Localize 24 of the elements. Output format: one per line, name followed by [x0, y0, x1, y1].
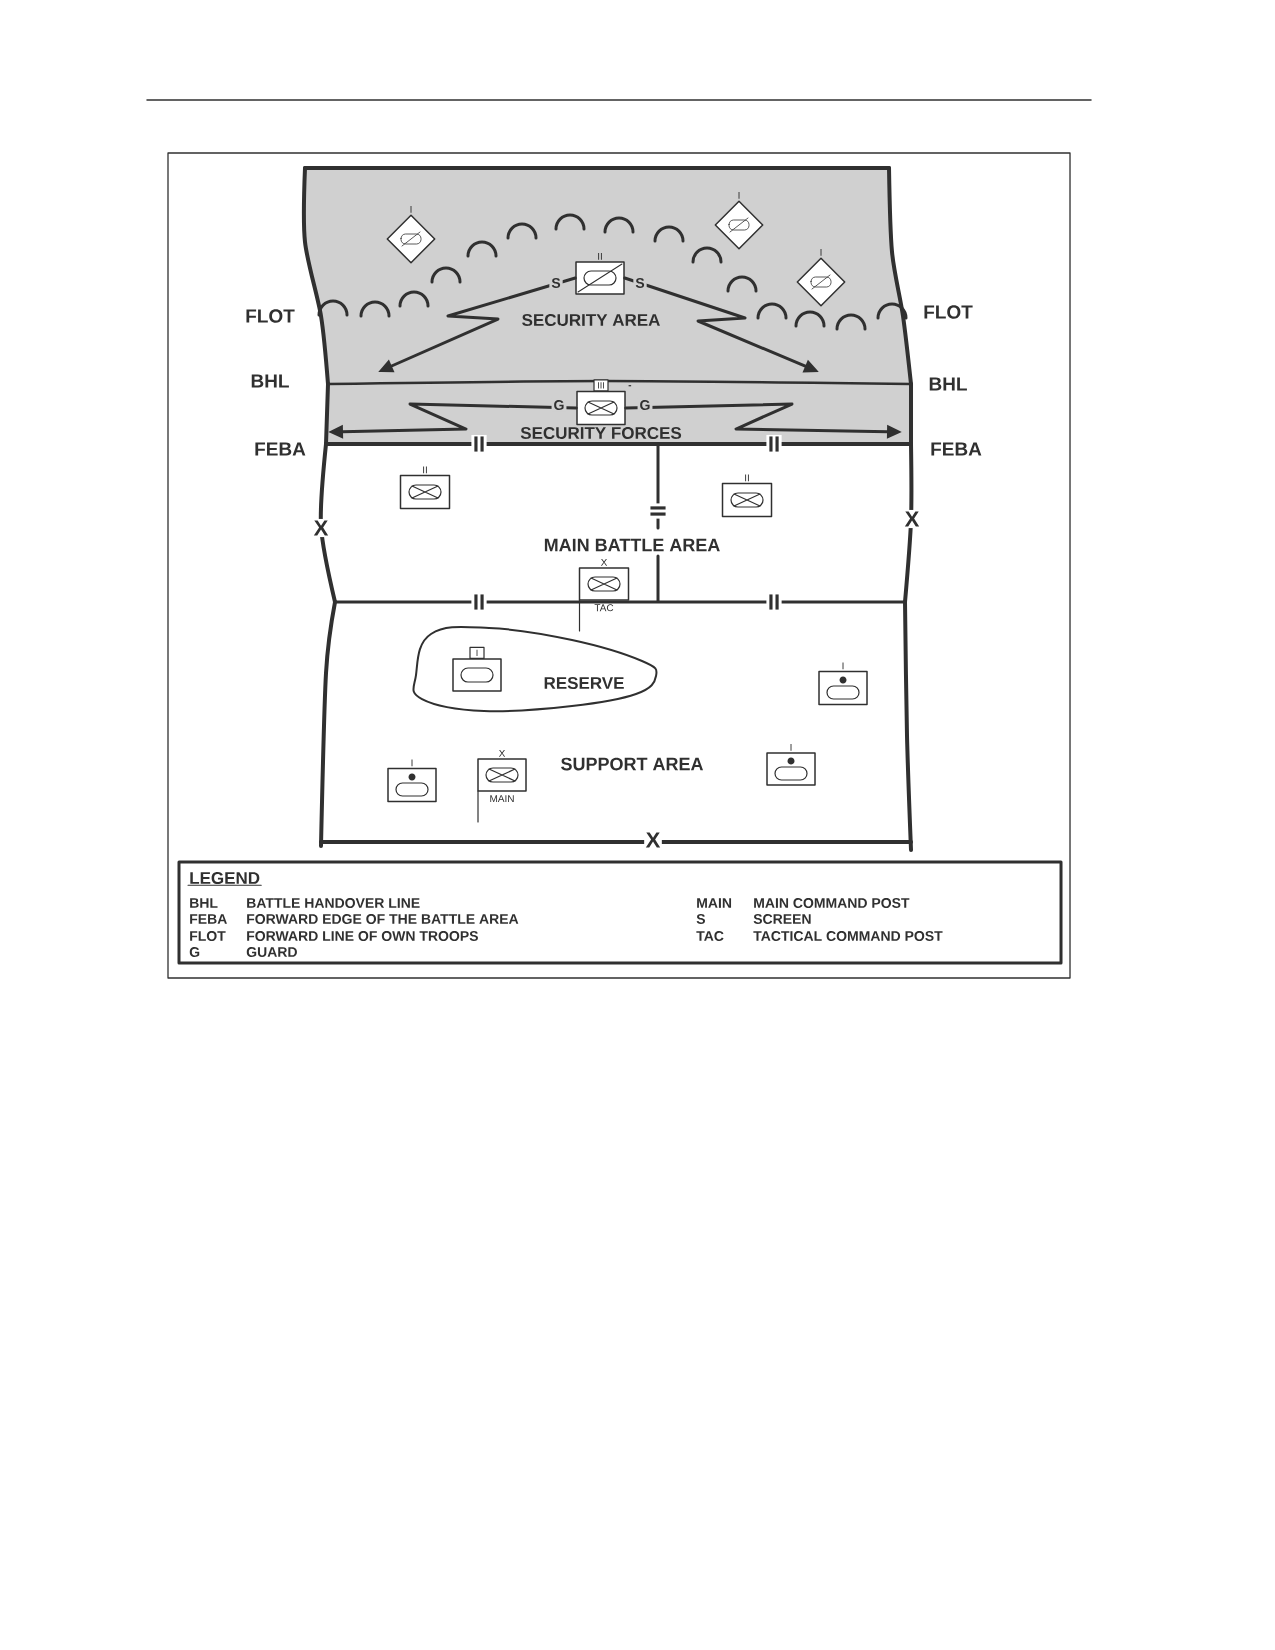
legend-definition: FORWARD LINE OF OWN TROOPS [247, 931, 478, 941]
line-label: FEBA [931, 442, 982, 456]
edge-label: S [549, 276, 563, 290]
legend-abbreviation: G [189, 947, 200, 957]
legend-definition: BATTLE HANDOVER LINE [247, 898, 420, 908]
line-label: FLOT [246, 309, 295, 323]
legend-definition: SCREEN [753, 914, 811, 924]
legend-title: LEGEND [187, 872, 262, 886]
legend-abbreviation: BHL [190, 898, 218, 908]
legend-abbreviation: MAIN [697, 898, 732, 908]
legend-abbreviation: FLOT [190, 931, 226, 941]
edge-label: S [633, 276, 647, 290]
legend-definition: TACTICAL COMMAND POST [753, 931, 943, 941]
legend-abbreviation: S [696, 914, 705, 924]
legend-definition: MAIN COMMAND POST [754, 898, 910, 908]
node-label: SUPPORT AREA [561, 757, 704, 771]
legend-abbreviation: TAC [696, 931, 724, 941]
line-label: FEBA [255, 442, 306, 456]
legend-definition: FORWARD EDGE OF THE BATTLE AREA [247, 914, 519, 924]
legend-definition: GUARD [246, 947, 297, 957]
line-label: BHL [929, 377, 967, 391]
line-label: FLOT [924, 305, 973, 319]
line-label: BHL [251, 374, 289, 388]
legend-abbreviation: FEBA [190, 914, 227, 924]
